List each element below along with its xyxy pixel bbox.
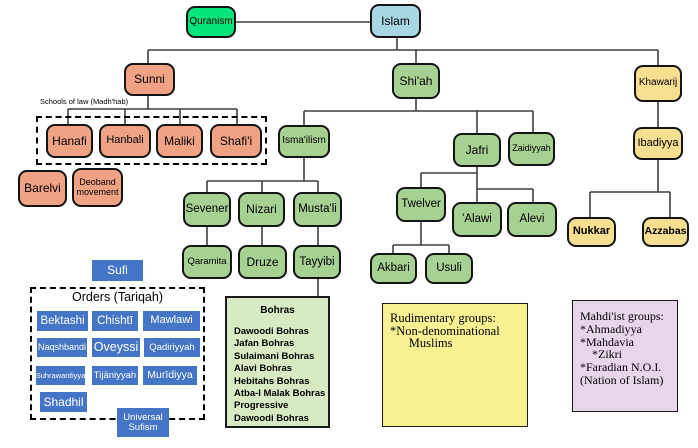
node-ismailism: Isma'ilism [278, 125, 330, 158]
node-sevener: Sevener [183, 192, 231, 227]
bohras-box: Bohras Dawoodi Bohras Jafan Bohras Sulai… [225, 296, 330, 428]
node-shiah: Shi'ah [392, 63, 440, 99]
node-shafii: Shafi'i [210, 124, 262, 158]
node-quranism: Quranism [186, 6, 236, 38]
bohras-list: Dawoodi Bohras Jafan Bohras Sulaimani Bo… [234, 326, 326, 424]
bohras-title: Bohras [260, 305, 295, 316]
order-oveyssi: Oveyssi [92, 338, 140, 357]
mahdiist-groups-box: Mahdi'ist groups: *Ahmadiyya *Mahdavia *… [572, 300, 678, 412]
node-universal-sufism: Universal Sufism [117, 408, 169, 437]
node-tayyibi: Tayyibi [293, 245, 341, 279]
order-bektashi: Bektashi [37, 311, 88, 331]
schools-of-law-label: Schools of law (Madh'hab) [40, 97, 129, 106]
node-ibadiyya: Ibadiyya [633, 127, 683, 160]
order-chishti: Chishtī [92, 311, 138, 331]
node-khawarij: Khawarij [634, 65, 682, 102]
node-qaramita: Qaramita [182, 245, 232, 279]
tree-edges [67, 21, 671, 296]
node-barelvi: Barelvi [18, 170, 67, 207]
node-nukkar: Nukkar [567, 217, 616, 247]
node-jafri: Jafri [453, 133, 501, 167]
node-zaidiyyah: Zaidiyyah [508, 132, 555, 166]
order-suhrawardiyya: Suhrawardiyya [36, 366, 85, 385]
node-azzabas: Azzabas [642, 217, 689, 247]
node-hanbali: Hanbali [99, 124, 151, 158]
order-tijaniyyah: Tijāniyyah [92, 366, 138, 385]
node-islam: Islam [370, 4, 421, 38]
order-naqshbandi: Naqshbandi [37, 338, 87, 357]
node-usuli: Usuli [425, 253, 473, 284]
node-deoband: Deoband movement [72, 168, 123, 207]
node-druze: Druze [238, 245, 287, 279]
node-alawi: 'Alawi [452, 202, 502, 237]
schools-of-law-group [36, 116, 267, 165]
order-shadhil: Shadhil [40, 392, 87, 412]
order-qadiriyyah: Qadiriyyah [144, 338, 200, 357]
order-muridiyya: Murīdiyya [143, 366, 197, 385]
order-mawlawi: Mawlawi [143, 311, 200, 331]
node-sufi: Sufi [92, 260, 143, 281]
sufi-orders-title: Orders (Tariqah) [72, 290, 163, 304]
node-twelver: Twelver [396, 187, 446, 222]
rudimentary-groups-box: Rudimentary groups: *Non-denominational … [382, 303, 528, 427]
node-maliki: Maliki [156, 124, 203, 158]
node-mustali: Musta'li [293, 192, 342, 227]
node-akbari: Akbari [370, 253, 417, 284]
node-hanafi: Hanafi [46, 124, 93, 158]
node-nizari: Nizari [238, 192, 285, 227]
node-alevi: Alevi [507, 202, 557, 237]
node-sunni: Sunni [124, 63, 175, 96]
